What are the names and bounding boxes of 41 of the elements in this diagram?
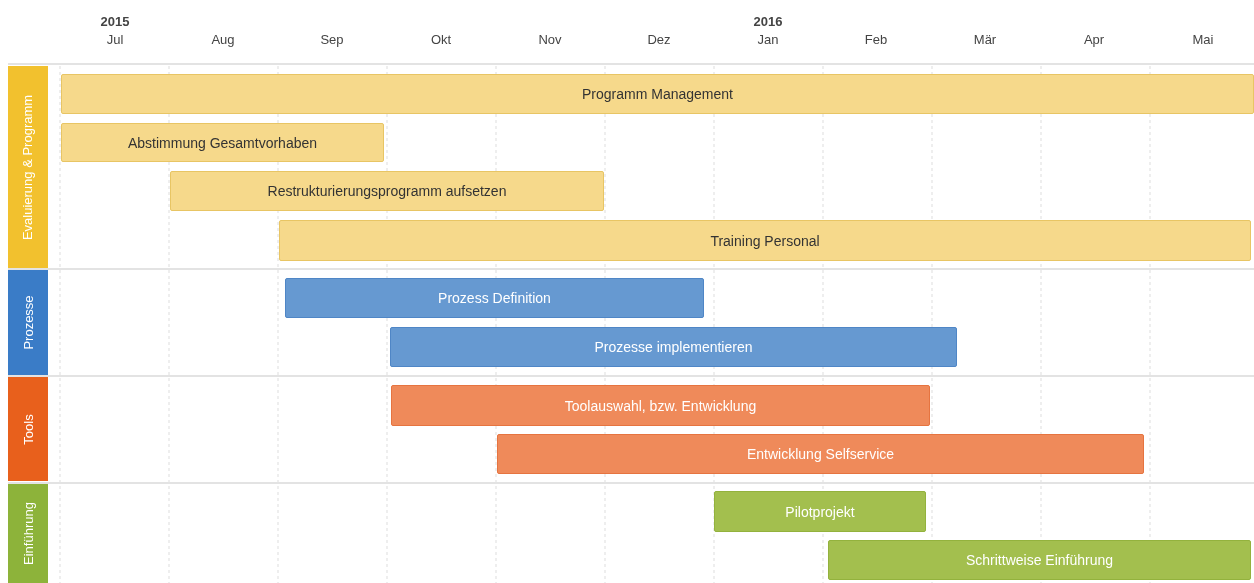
month-label: Mär xyxy=(973,32,997,47)
gantt-bar xyxy=(391,385,930,426)
group-label: Einführung xyxy=(20,502,36,565)
gantt-bar xyxy=(279,220,1251,261)
month-label: Jan xyxy=(757,32,779,47)
group-label-band xyxy=(8,484,48,583)
task-label: Training Personal xyxy=(710,232,820,249)
task-label: Restrukturierungsprogramm aufsetzen xyxy=(267,183,507,199)
month-label: Jul xyxy=(106,32,124,47)
gantt-bar xyxy=(497,434,1144,474)
task-label: Toolauswahl, bzw. Entwicklung xyxy=(564,397,757,414)
gantt-bar xyxy=(285,278,704,318)
task-label: Prozess Definition xyxy=(438,290,551,306)
gantt-bar xyxy=(61,74,1254,114)
task-label: Entwicklung Selfservice xyxy=(746,446,895,462)
gantt-bar xyxy=(390,327,957,367)
task-label: Pilotprojekt xyxy=(785,503,855,520)
month-label: Apr xyxy=(1083,32,1105,47)
month-label: Nov xyxy=(538,32,562,47)
month-label: Dez xyxy=(647,32,671,47)
group-label-band xyxy=(8,66,48,268)
year-label: 2016 xyxy=(753,14,783,29)
month-label: Mai xyxy=(1192,32,1214,47)
gantt-bar xyxy=(714,491,926,532)
month-label: Aug xyxy=(211,32,235,47)
group-label-band xyxy=(8,377,48,481)
gantt-bar xyxy=(61,123,384,162)
task-label: Abstimmung Gesamtvorhaben xyxy=(127,134,318,151)
group-label: Tools xyxy=(20,413,36,445)
gantt-bar xyxy=(828,540,1251,580)
month-label: Sep xyxy=(320,32,344,47)
month-label: Okt xyxy=(430,32,452,47)
year-label: 2015 xyxy=(100,14,130,29)
task-label: Schrittweise Einführung xyxy=(965,552,1114,568)
group-label: Prozesse xyxy=(20,295,36,350)
gantt-bar xyxy=(170,171,604,211)
group-label: Evaluierung & Programm xyxy=(20,94,36,240)
task-label: Prozesse implementieren xyxy=(594,339,753,355)
month-label: Feb xyxy=(864,32,888,47)
task-label: Programm Management xyxy=(582,86,733,102)
group-label-band xyxy=(8,270,48,375)
